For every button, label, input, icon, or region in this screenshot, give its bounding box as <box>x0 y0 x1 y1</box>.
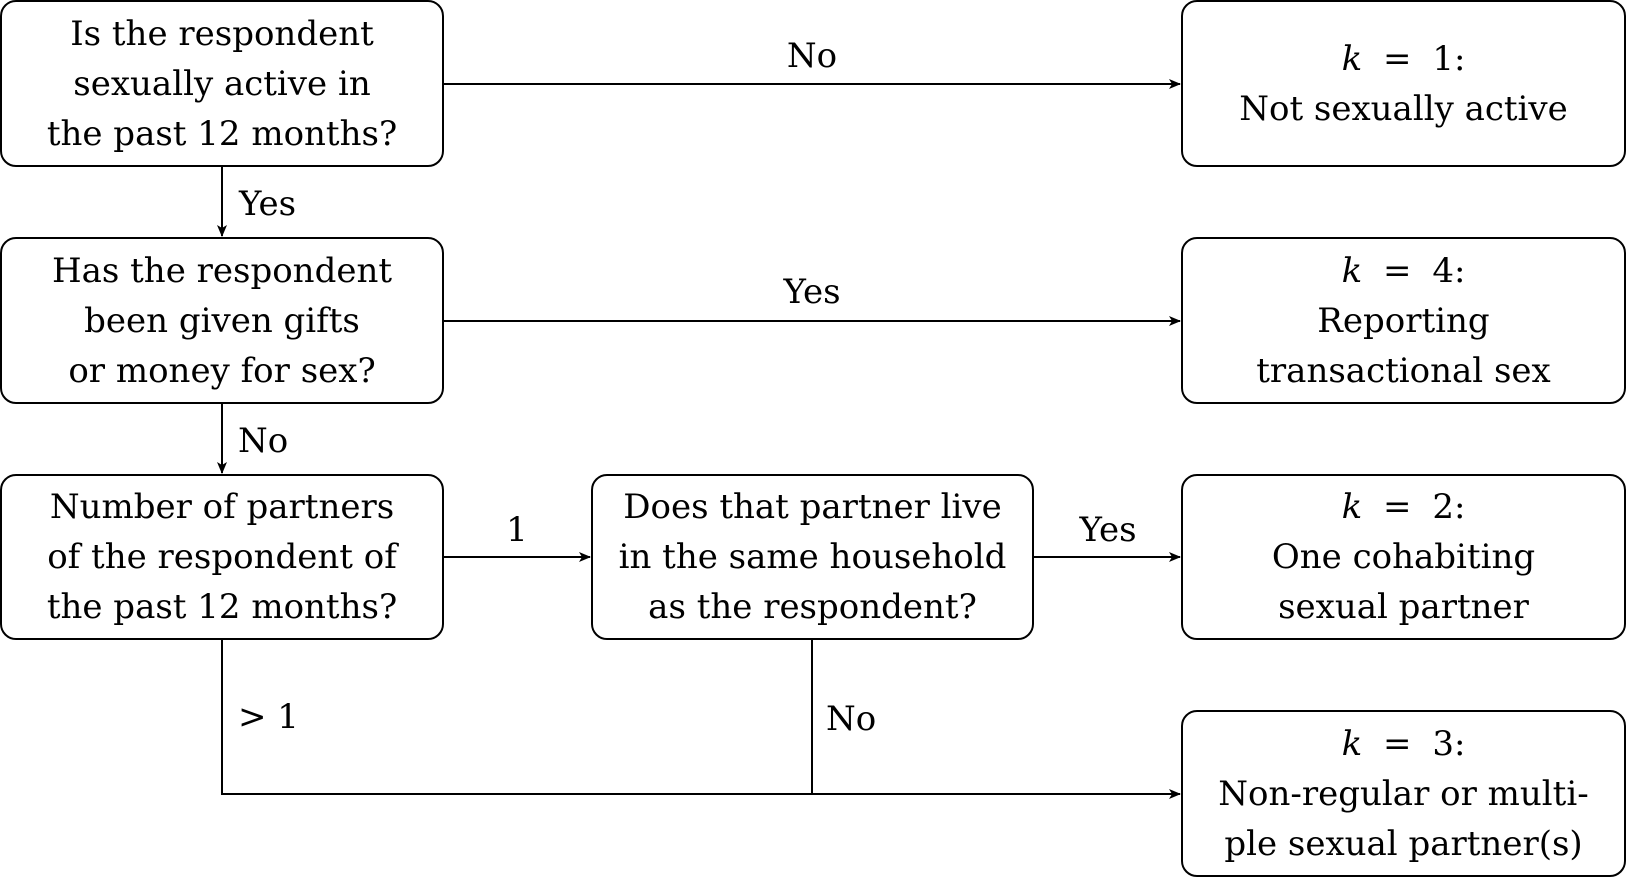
outcome-heading: k = 3: <box>1341 723 1466 764</box>
question-line: in the same household <box>618 537 1007 577</box>
question-line: or money for sex? <box>68 350 376 391</box>
question-line: Is the respondent <box>70 13 374 54</box>
outcome-line: ple sexual partner(s) <box>1224 823 1583 864</box>
question-number-of-partners: Number of partners of the respondent of … <box>0 474 444 640</box>
outcome-line: One cohabiting <box>1271 537 1536 577</box>
outcome-line: Not sexually active <box>1239 88 1568 129</box>
edge-label-yes: Yes <box>1079 510 1137 550</box>
edge-label-more-than-one: > 1 <box>238 697 299 737</box>
question-line: Has the respondent <box>51 250 393 291</box>
outcome-k1: k = 1: Not sexually active <box>1181 0 1626 167</box>
outcome-heading: k = 1: <box>1341 38 1466 79</box>
question-line: the past 12 months? <box>46 587 398 627</box>
edge-label-no: No <box>786 36 838 76</box>
outcome-heading: k = 4: <box>1341 250 1466 291</box>
question-line: of the respondent of <box>47 537 397 577</box>
question-sexually-active: Is the respondent sexually active in the… <box>0 0 444 167</box>
edge-label-no: No <box>826 699 877 739</box>
question-line: the past 12 months? <box>46 113 398 154</box>
outcome-line: Non-regular or multi- <box>1218 773 1589 814</box>
question-line: as the respondent? <box>648 587 977 627</box>
outcome-k4: k = 4: Reporting transactional sex <box>1181 237 1626 404</box>
question-line: Number of partners <box>49 487 395 527</box>
question-line: Does that partner live <box>623 487 1002 527</box>
edge-label-yes: Yes <box>783 272 841 312</box>
question-same-household: Does that partner live in the same house… <box>591 474 1034 640</box>
outcome-line: transactional sex <box>1256 350 1551 391</box>
outcome-heading: k = 2: <box>1341 487 1466 527</box>
outcome-line: Reporting <box>1317 300 1490 341</box>
edge-label-yes: Yes <box>239 184 297 224</box>
outcome-k3: k = 3: Non-regular or multi- ple sexual … <box>1181 710 1626 877</box>
outcome-k2: k = 2: One cohabiting sexual partner <box>1181 474 1626 640</box>
question-line: been given gifts <box>84 300 360 341</box>
edge-label-one: 1 <box>506 510 528 550</box>
question-line: sexually active in <box>73 63 371 104</box>
arrow-q3-to-k3 <box>221 640 1181 799</box>
outcome-line: sexual partner <box>1278 587 1529 627</box>
edge-label-no: No <box>238 421 289 461</box>
question-gifts-or-money: Has the respondent been given gifts or m… <box>0 237 444 404</box>
